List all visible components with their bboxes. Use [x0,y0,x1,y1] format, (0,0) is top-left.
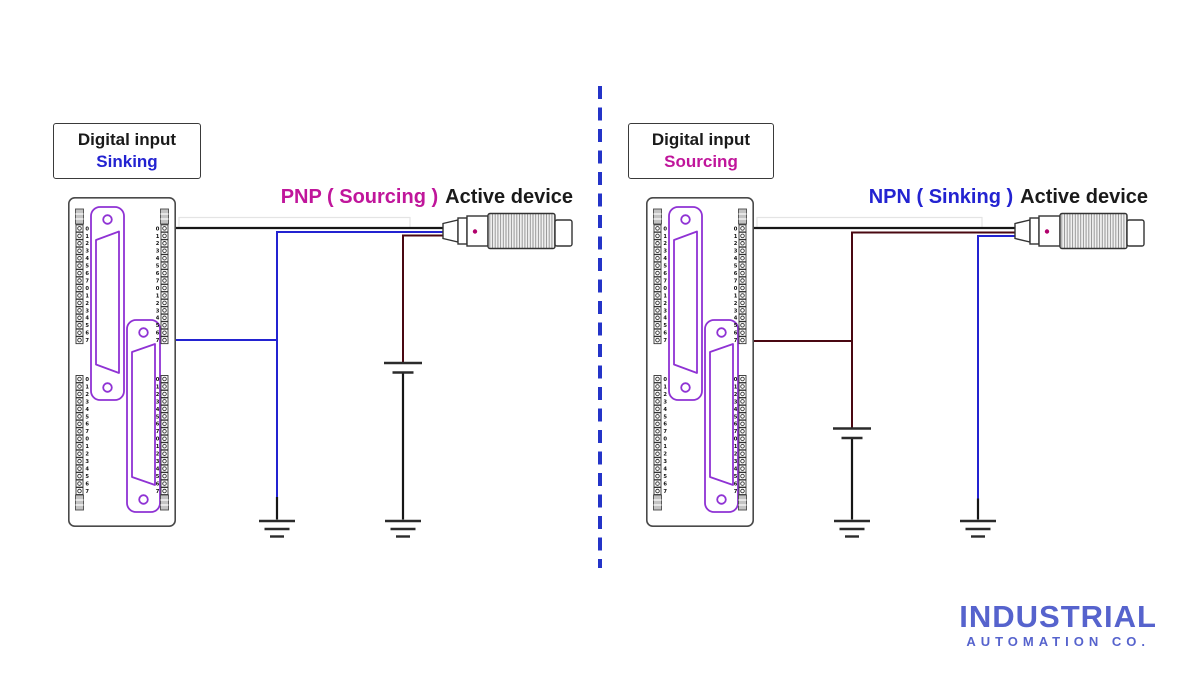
brand-logo: INDUSTRIAL AUTOMATION CO. [959,601,1157,648]
npn-sinking-title: NPN ( Sinking ) Active device [728,186,1148,209]
active-device-text: Active device [445,186,573,208]
supply-wire-maroon [744,231,1016,429]
ground-stub-wires [850,438,980,520]
active-device-text: Active device [1020,186,1148,208]
proximity-sensor-icon [1014,212,1145,250]
digital-input-sourcing-label-box: Digital input Sourcing [628,123,774,179]
battery-symbol [382,361,424,374]
digital-input-sinking-label-box: Digital input Sinking [53,123,201,179]
io-terminal-block [69,198,175,526]
ground-symbol [257,519,297,538]
sinking-diagram [69,198,573,538]
ground-symbol [958,519,998,538]
ground-stub-wires [275,372,405,520]
io-terminal-block [647,198,753,526]
battery-symbol [831,427,873,440]
gray-shield-wire [756,216,983,229]
logo-line2: AUTOMATION CO. [966,634,1150,649]
sourcing-diagram [647,198,1145,538]
proximity-sensor-icon [442,212,573,250]
label-box-line1: Digital input [651,129,751,149]
pnp-sourcing-title: PNP ( Sourcing ) Active device [153,186,573,209]
common-wire-blue [977,235,1016,499]
label-box-line2: Sinking [96,152,158,171]
ground-symbol [832,519,872,538]
label-box-line2: Sourcing [664,152,738,171]
supply-wire-maroon [402,234,444,363]
label-box-line1: Digital input [77,129,177,149]
ground-symbol [383,519,423,538]
common-wire-blue [166,231,444,497]
device-type-text: PNP ( Sourcing ) [280,186,439,208]
logo-line1: INDUSTRIAL [959,599,1157,634]
gray-shield-wire [178,216,411,229]
device-type-text: NPN ( Sinking ) [868,186,1014,208]
